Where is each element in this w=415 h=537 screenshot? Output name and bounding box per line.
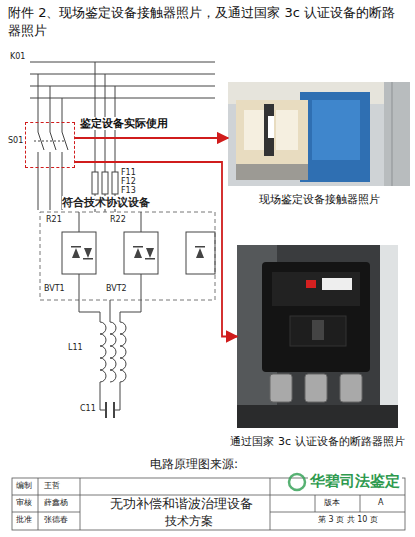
title-block-cell: 批准: [16, 515, 32, 525]
title-block-cell: 张德春: [44, 515, 68, 525]
title-block-cell: 薛鑫杨: [44, 498, 68, 508]
title-block-cell: 版本: [324, 498, 340, 508]
part-label: S01: [8, 136, 23, 146]
part-label: BVT1: [44, 284, 65, 294]
part-label: F12: [121, 177, 136, 187]
red-arrow: [75, 137, 228, 139]
title-block-cell: 无功补偿和谐波治理设备: [110, 496, 253, 512]
reactor-coil: [110, 322, 116, 382]
reactor-coil: [120, 322, 126, 382]
part-label: BVT2: [106, 284, 127, 294]
title-block-cell: 王哲: [44, 481, 60, 491]
title-block-cell: 编制: [16, 481, 32, 491]
callout-label: 鉴定设备实际使用: [78, 117, 170, 130]
breaker-photo: 通过国家 3c 认证设备的断路器照片: [237, 245, 398, 428]
photo-caption: 现场鉴定设备接触器照片: [259, 193, 380, 206]
part-label: R21: [46, 215, 62, 225]
part-label: K01: [10, 52, 25, 62]
contactor-region: 鉴定设备实际使用: [25, 122, 75, 168]
page-heading: 附件 2、现场鉴定设备接触器照片，及通过国家 3c 认证设备的断路器照片: [8, 4, 408, 40]
photo-caption: 通过国家 3c 认证设备的断路器照片: [230, 435, 404, 448]
part-label: F13: [121, 186, 136, 196]
title-block-cell: 第 3 页 共 10 页: [318, 515, 378, 525]
part-label: C11: [80, 404, 96, 414]
title-block-cell: A: [378, 498, 383, 508]
part-label: 电路原理图来源:: [150, 457, 238, 471]
part-label: L11: [68, 343, 83, 353]
watermark: 华碧司法鉴定: [308, 472, 402, 490]
part-label: 符合技术协议设备: [62, 196, 150, 209]
title-block-cell: 技术方案: [165, 514, 213, 528]
part-label: R22: [110, 215, 126, 225]
title-block-cell: 审核: [16, 498, 32, 508]
reactor-coil: [100, 322, 106, 382]
red-arrow: [75, 162, 237, 337]
part-label: F11: [121, 168, 136, 178]
contactor-photo: 现场鉴定设备接触器照片: [228, 82, 410, 186]
